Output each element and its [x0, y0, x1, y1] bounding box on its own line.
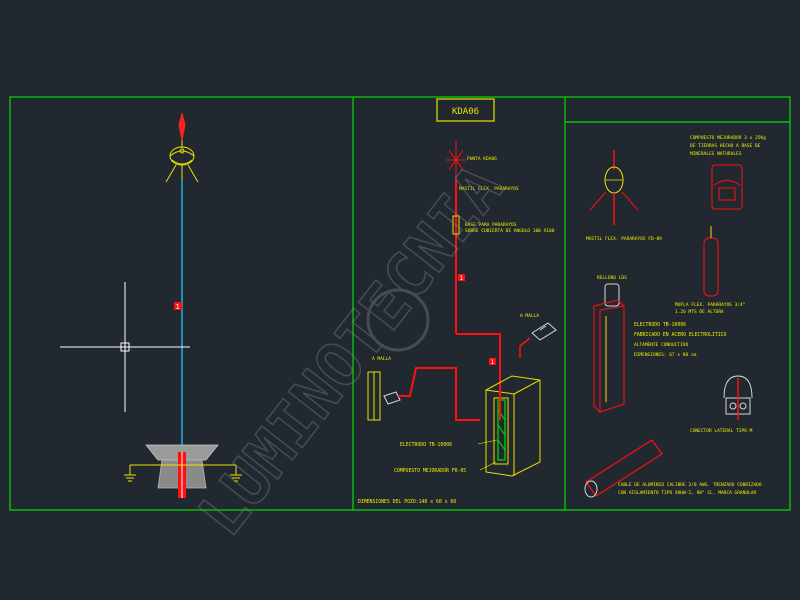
- label-base-2: SOBRE CUBIERTA DE ANGULO 100 X100: [465, 228, 555, 234]
- label-conector: CONECTOR LATERAL TIPO M: [690, 428, 753, 434]
- marker-upper: [458, 274, 465, 281]
- label-compuesto-3: MINERALES NATURALES: [690, 151, 742, 157]
- outer-border: [9, 96, 791, 511]
- reference-marker: 1: [174, 302, 182, 311]
- marker-lower-label: 1: [491, 359, 495, 366]
- label-relleno: RELLENO LDS: [597, 275, 627, 281]
- label-mufla-1: MUFLA FLEX. PARARAYOS 3/4": [675, 302, 745, 308]
- marker-upper-label: 1: [460, 275, 464, 282]
- lightning-rod-head-icon: [589, 150, 639, 225]
- label-electrodo-3: ALTAMENTE CONDUCTIVO: [634, 342, 688, 348]
- ground-base-icon: [124, 444, 242, 498]
- marker-lower: [489, 358, 496, 365]
- down-conductor-route: [456, 333, 501, 385]
- grounding-clamp-icon: [383, 391, 401, 405]
- electrode-frame-icon: [593, 299, 625, 413]
- base-bracket: [452, 215, 460, 235]
- label-a-malla-right: A MALLA: [520, 313, 539, 319]
- label-electrodo-4: DIMENSIONES: 67 x 80 cm: [634, 352, 697, 358]
- label-punta: PUNTA KDA06: [467, 156, 497, 162]
- label-mastil: MASTIL FLEX. PARARAYOS: [459, 186, 519, 192]
- label-dimensiones: DIMENSIONES DEL POZO:140 x 60 x 60: [358, 499, 456, 505]
- mufla-cylinder-icon: [703, 226, 719, 297]
- lightning-rod-head-icon: [165, 112, 199, 183]
- ground-bar-icon: [367, 371, 381, 421]
- label-base-1: BASE PARA PARARAYOS: [465, 222, 517, 228]
- right-panel: COMPUESTO MEJORADOR 3 x 25Kg DE TIERRAS …: [584, 135, 766, 498]
- label-electrodo: ELECTRODO TB-10006: [400, 442, 452, 448]
- label-mastil-right: MASTIL FLEX. PARARAYOS FD-09: [586, 236, 662, 242]
- crosshair-cursor-icon: [60, 282, 190, 412]
- label-electrodo-1: ELECTRODO TB-10006: [634, 322, 686, 328]
- label-cable-1: CABLE DE ALUMINIO CALIBRE 2/0 AWG. TRENZ…: [618, 482, 762, 488]
- label-compuesto-2: DE TIERRAS HECHO A BASE DE: [690, 143, 761, 149]
- panel-title: KDA06: [452, 107, 479, 117]
- marker-label: 1: [176, 303, 180, 311]
- center-panel: KDA06 PUNTA KDA06 MASTIL FLEX. PARARAYOS…: [358, 98, 557, 505]
- title-box: [436, 98, 495, 122]
- label-compuesto: COMPUESTO MEJORADOR FR-05: [394, 468, 466, 474]
- watermark-logo-icon: [366, 288, 430, 352]
- label-cable-2: CON AISLAMIENTO TIPO XHHW-2, 90° CL. MAR…: [618, 490, 756, 496]
- compound-bag-icon: [711, 164, 743, 210]
- label-a-malla-left: A MALLA: [372, 356, 391, 362]
- lightning-rod-head-icon: [446, 140, 466, 180]
- left-panel: 1: [60, 112, 242, 498]
- label-compuesto-1: COMPUESTO MEJORADOR 3 x 25Kg: [690, 135, 766, 141]
- label-electrodo-2: FABRICADO EN ACERO ELECTROLITICO: [634, 332, 727, 338]
- left-conductor: [398, 367, 480, 421]
- aluminum-cable-icon: [584, 439, 663, 498]
- grounding-connector-icon: [531, 322, 557, 341]
- drawing-frame: [9, 96, 791, 511]
- relleno-tube-icon: [604, 283, 620, 307]
- label-mufla-2: 1.20 MTS DE ALTURA: [675, 309, 724, 315]
